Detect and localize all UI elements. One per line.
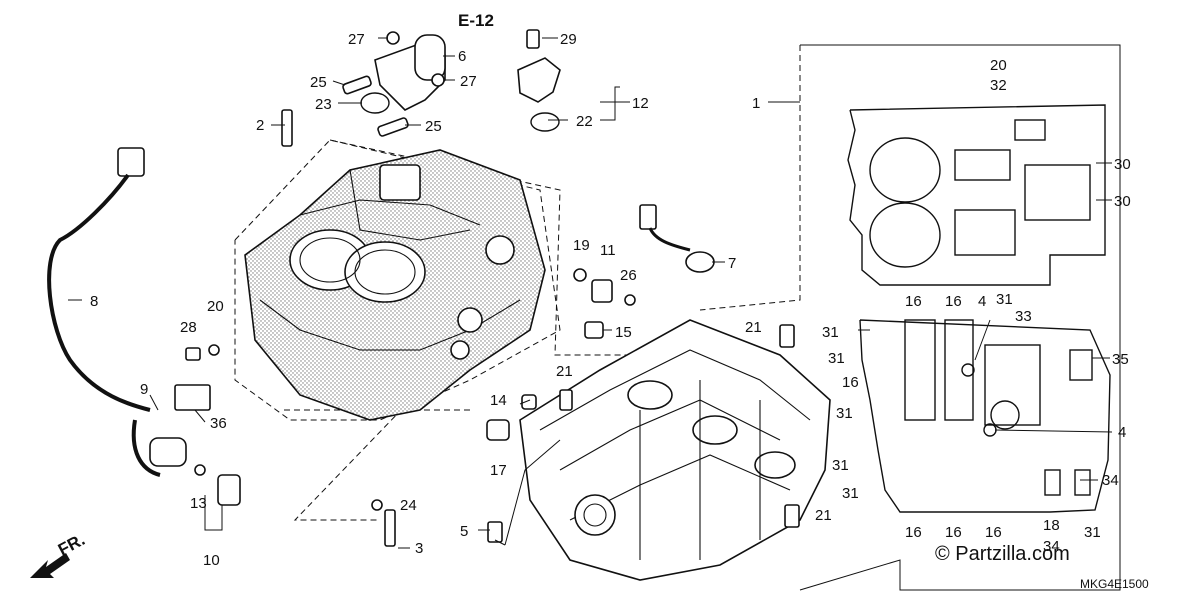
callout-17: 17	[490, 462, 507, 479]
callout-28: 28	[180, 319, 197, 336]
callout-5: 5	[460, 523, 468, 540]
lower-crankcase	[519, 319, 831, 581]
callout-35: 35	[1112, 351, 1129, 368]
upper-gasket-outline	[847, 104, 1106, 286]
direction-label: FR.	[55, 530, 88, 560]
callout-31-c: 31	[828, 350, 845, 367]
callout-4-top: 4	[978, 293, 986, 310]
callout-4-right: 4	[1118, 424, 1126, 441]
callout-20-left: 20	[207, 298, 224, 315]
front-direction-arrow: FR.	[30, 530, 88, 578]
callout-14: 14	[490, 392, 507, 409]
figure-code: MKG4E1500	[1080, 577, 1149, 591]
callout-31-f: 31	[842, 485, 859, 502]
neutral-switch-wire	[639, 204, 715, 273]
callout-23: 23	[315, 96, 332, 113]
leader-lines	[68, 37, 1113, 549]
callout-16-d: 16	[905, 524, 922, 541]
callout-11: 11	[600, 242, 616, 259]
watermark: © Partzilla.com	[935, 543, 1070, 565]
wire-harness	[47, 147, 211, 477]
callout-31-d: 31	[836, 405, 853, 422]
callout-21-b: 21	[556, 363, 573, 380]
callout-16-e: 16	[945, 524, 962, 541]
callout-27-a: 27	[348, 31, 365, 48]
callout-16-a: 16	[905, 293, 922, 310]
callout-25-b: 25	[425, 118, 442, 135]
callout-20-top: 20	[990, 57, 1007, 74]
callout-25-a: 25	[310, 74, 327, 91]
callout-26: 26	[620, 267, 637, 284]
callout-32: 32	[990, 77, 1007, 94]
callout-31-a: 31	[996, 291, 1013, 308]
sensor-assembly	[517, 29, 561, 132]
callout-15: 15	[615, 324, 632, 341]
callout-21-a: 21	[745, 319, 762, 336]
callout-7: 7	[728, 255, 736, 272]
callout-12: 12	[632, 95, 649, 112]
lower-gasket-outline	[859, 319, 1111, 513]
callout-10: 10	[203, 552, 220, 569]
callout-9: 9	[140, 381, 148, 398]
callout-8: 8	[90, 293, 98, 310]
small-fasteners	[185, 109, 800, 547]
callout-labels: 1 2 3 4 4 5 6 7 8 9 10 11 12 13 14 15 16…	[90, 31, 1131, 569]
callout-21-c: 21	[815, 507, 832, 524]
callout-18: 18	[1043, 517, 1060, 534]
reference-label: E-12	[458, 11, 494, 30]
callout-31-e: 31	[832, 457, 849, 474]
cover-with-studs	[342, 31, 446, 137]
callout-29: 29	[560, 31, 577, 48]
callout-16-c: 16	[842, 374, 859, 391]
callout-6: 6	[458, 48, 466, 65]
callout-30-a: 30	[1114, 156, 1131, 173]
callout-16-b: 16	[945, 293, 962, 310]
callout-2: 2	[256, 117, 264, 134]
callout-16-f: 16	[985, 524, 1002, 541]
callout-3: 3	[415, 540, 423, 557]
callout-34-right: 34	[1102, 472, 1119, 489]
callout-24: 24	[400, 497, 417, 514]
callout-19: 19	[573, 237, 590, 254]
callout-33: 33	[1015, 308, 1032, 325]
callout-31-g: 31	[1084, 524, 1101, 541]
callout-22: 22	[576, 113, 593, 130]
callout-36: 36	[210, 415, 227, 432]
callout-30-b: 30	[1114, 193, 1131, 210]
callout-31-b: 31	[822, 324, 839, 341]
upper-crankcase	[244, 149, 546, 421]
callout-34-bottom: 34	[1043, 538, 1060, 555]
callout-1: 1	[752, 95, 760, 112]
oil-pressure-switch	[194, 464, 241, 506]
callout-27-b: 27	[460, 73, 477, 90]
callout-13: 13	[190, 495, 207, 512]
